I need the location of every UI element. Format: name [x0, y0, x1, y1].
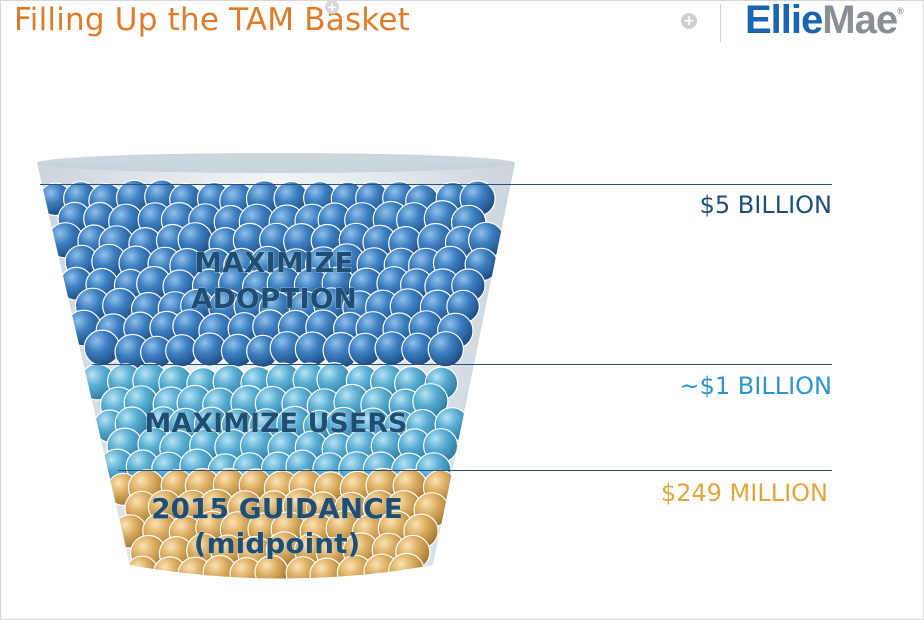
- tier-label-adoption-line1: MAXIMIZE: [194, 246, 353, 279]
- users-balls: [79, 362, 470, 489]
- plus-circle-icon[interactable]: +: [325, 0, 339, 14]
- tier-divider-adoption: [40, 184, 832, 185]
- tier-label-users: MAXIMIZE USERS: [144, 408, 407, 439]
- ball: [125, 555, 159, 579]
- tier-divider-guidance: [118, 470, 832, 471]
- adoption-balls: [38, 179, 505, 371]
- logo-divider: [720, 4, 721, 42]
- ball: [388, 552, 425, 579]
- tier-label-adoption-line2: ADOPTION: [191, 282, 357, 315]
- value-label-adoption: $5 BILLION: [699, 191, 832, 219]
- guidance-balls: [106, 467, 458, 579]
- value-label-users: ~$1 BILLION: [679, 372, 832, 400]
- value-label-guidance: $249 MILLION: [660, 479, 828, 507]
- ball: [152, 556, 187, 579]
- tier-label-guidance-line1: 2015 GUIDANCE: [151, 492, 403, 525]
- logo-registered-mark: ®: [897, 6, 904, 16]
- logo-primary-text: Ellie: [745, 0, 823, 42]
- tier-label-guidance-line2: (midpoint): [194, 527, 361, 560]
- ball: [254, 554, 289, 579]
- ball: [83, 329, 121, 367]
- slide-title: Filling Up the TAM Basket: [14, 2, 410, 38]
- tier-divider-users: [92, 364, 832, 365]
- ball: [427, 331, 464, 368]
- plus-circle-icon[interactable]: +: [681, 13, 697, 29]
- basket-rim: [37, 153, 515, 173]
- ellie-mae-logo: EllieMae®: [745, 0, 904, 43]
- logo-secondary-text: Mae: [822, 0, 898, 42]
